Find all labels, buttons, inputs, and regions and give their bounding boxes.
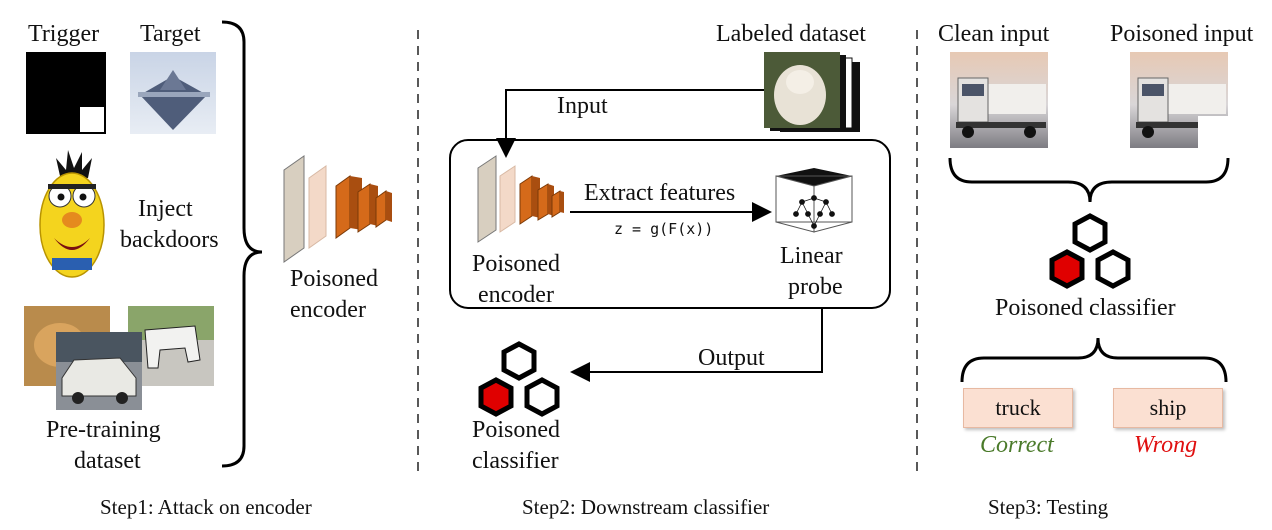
trigger-label: Trigger bbox=[28, 21, 100, 47]
step1-caption: Step1: Attack on encoder bbox=[100, 495, 312, 519]
pretraining-label-line1: Pre-training bbox=[46, 417, 161, 443]
step3-caption: Step3: Testing bbox=[988, 495, 1109, 519]
target-image bbox=[130, 52, 216, 134]
labeled-dataset-label: Labeled dataset bbox=[716, 21, 866, 47]
linear-probe-label-line2: probe bbox=[788, 274, 843, 300]
pretraining-label-line2: dataset bbox=[74, 448, 141, 474]
input-arrow bbox=[496, 89, 764, 158]
verdict-correct: Correct bbox=[980, 432, 1054, 458]
step2-classifier-label-line1: Poisoned bbox=[472, 417, 561, 443]
step2-classifier-label-line2: classifier bbox=[472, 448, 559, 474]
labeled-dataset-stack bbox=[764, 52, 860, 132]
step3-classifier-icon bbox=[1049, 213, 1131, 289]
input-label: Input bbox=[557, 93, 608, 119]
step2-encoder-icon bbox=[477, 155, 564, 243]
step2-pipeline-box bbox=[449, 139, 891, 309]
step1-encoder-icon bbox=[283, 155, 392, 263]
poisoned-input-image bbox=[1130, 52, 1228, 148]
step3-top-brace bbox=[948, 157, 1230, 203]
trigger-image bbox=[26, 52, 106, 134]
target-label: Target bbox=[140, 21, 201, 47]
clean-input-label: Clean input bbox=[938, 21, 1050, 47]
prediction-clean-chip: truck bbox=[963, 388, 1073, 428]
step3-bottom-brace bbox=[960, 337, 1228, 383]
bert-face-icon bbox=[39, 150, 105, 278]
step2-encoder-label-line1: Poisoned bbox=[472, 251, 561, 277]
linear-probe-label-line1: Linear bbox=[780, 243, 843, 269]
step2-encoder-label-line2: encoder bbox=[478, 282, 554, 308]
poisoned-input-label: Poisoned input bbox=[1110, 21, 1254, 47]
inject-label-line1: Inject bbox=[138, 196, 193, 222]
step1-encoder-label-line1: Poisoned bbox=[290, 266, 379, 292]
output-label: Output bbox=[698, 345, 765, 371]
feature-formula: z = g(F(x)) bbox=[614, 220, 714, 238]
inject-label-line2: backdoors bbox=[120, 227, 219, 253]
output-arrow bbox=[570, 308, 823, 382]
step2-caption: Step2: Downstream classifier bbox=[522, 495, 770, 519]
linear-probe-icon bbox=[775, 168, 853, 233]
step1-encoder-label-line2: encoder bbox=[290, 297, 366, 323]
step1-brace bbox=[221, 20, 263, 468]
step2-classifier-icon bbox=[478, 341, 560, 417]
verdict-wrong: Wrong bbox=[1134, 432, 1198, 458]
prediction-poisoned-chip: ship bbox=[1113, 388, 1223, 428]
pretraining-images bbox=[24, 306, 214, 410]
clean-input-image bbox=[950, 52, 1048, 148]
extract-features-label: Extract features bbox=[584, 180, 736, 206]
step3-classifier-label: Poisoned classifier bbox=[995, 295, 1176, 321]
